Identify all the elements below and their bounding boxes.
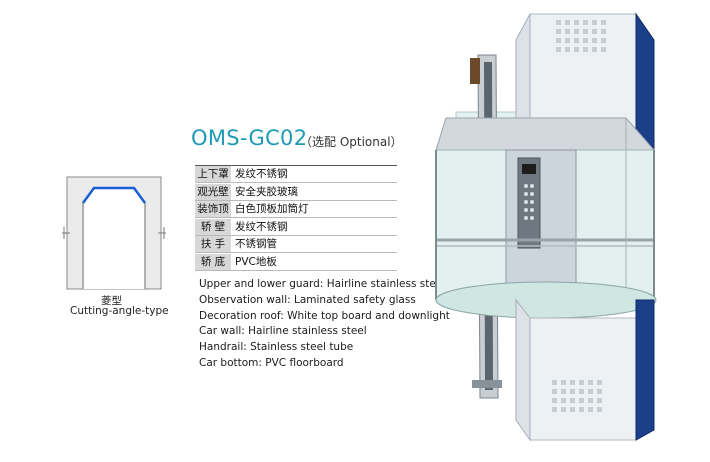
description-list: Upper and lower guard: Hairline stainles… bbox=[199, 277, 450, 372]
description-line: Car bottom: PVC floorboard bbox=[199, 356, 344, 369]
spec-value: PVC地板 bbox=[231, 253, 277, 270]
spec-label: 轿 壁 bbox=[195, 218, 231, 235]
panoramic-elevator-illustration bbox=[435, 12, 657, 442]
description-line: Decoration roof: White top board and dow… bbox=[199, 309, 450, 322]
spec-value: 发纹不锈钢 bbox=[231, 166, 288, 182]
spec-row: 扶 手 不锈钢管 bbox=[195, 236, 397, 253]
model-title: OMS-GC02 bbox=[191, 126, 308, 150]
spec-row: 观光壁 安全夹胶玻璃 bbox=[195, 183, 397, 201]
spec-value: 发纹不锈钢 bbox=[231, 218, 288, 235]
spec-row: 轿 壁 发纹不锈钢 bbox=[195, 218, 397, 236]
spec-row: 上下罩 发纹不锈钢 bbox=[195, 165, 397, 183]
spec-table: 上下罩 发纹不锈钢 观光壁 安全夹胶玻璃 装饰顶 白色顶板加筒灯 轿 壁 发纹不… bbox=[195, 165, 397, 271]
spec-value: 白色顶板加筒灯 bbox=[231, 201, 309, 217]
shape-label-en: Cutting-angle-type bbox=[70, 305, 169, 317]
description-line: Observation wall: Laminated safety glass bbox=[199, 293, 416, 306]
spec-value: 安全夹胶玻璃 bbox=[231, 183, 298, 200]
spec-label: 上下罩 bbox=[195, 166, 231, 182]
spec-label: 扶 手 bbox=[195, 236, 231, 252]
spec-value: 不锈钢管 bbox=[231, 236, 277, 252]
spec-label: 轿 底 bbox=[195, 253, 231, 270]
spec-row: 装饰顶 白色顶板加筒灯 bbox=[195, 201, 397, 218]
description-line: Handrail: Stainless steel tube bbox=[199, 341, 354, 354]
shape-label-cn: 菱型 bbox=[101, 295, 122, 307]
spec-label: 装饰顶 bbox=[195, 201, 231, 217]
cutting-angle-shape-diagram bbox=[62, 176, 166, 290]
optional-note: （选配 Optional） bbox=[300, 135, 403, 149]
spec-row: 轿 底 PVC地板 bbox=[195, 253, 397, 271]
description-line: Car wall: Hairline stainless steel bbox=[199, 325, 367, 338]
description-line: Upper and lower guard: Hairline stainles… bbox=[199, 278, 446, 290]
spec-label: 观光壁 bbox=[195, 183, 231, 200]
